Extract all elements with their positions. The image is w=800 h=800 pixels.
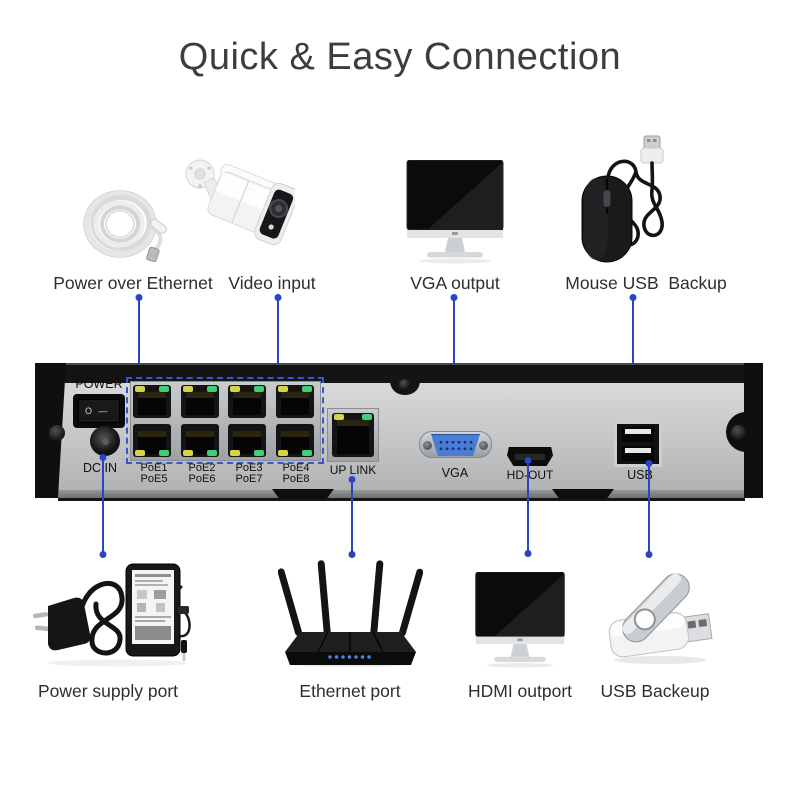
nvr-panel-bottom-edge xyxy=(58,490,745,501)
line-poe-cable-to-port xyxy=(138,298,140,382)
line-camera-to-poe-port xyxy=(277,298,279,382)
monitor-icon xyxy=(475,572,565,668)
poe-port-6[interactable] xyxy=(181,424,219,457)
uplink-label: UP LINK xyxy=(329,463,377,477)
line-dcin-to-adapter xyxy=(102,458,104,554)
label-hdmi-outport: HDMI outport xyxy=(467,681,573,701)
ethernet-cable-coil-icon xyxy=(83,190,167,263)
usb-mouse-icon xyxy=(581,135,664,263)
label-mouse-usb-backup: Mouse USB Backup xyxy=(565,273,727,293)
line-mouse-to-usb xyxy=(632,298,634,412)
wifi-router-icon xyxy=(278,560,423,667)
monitor-icon xyxy=(406,160,504,264)
screw-icon xyxy=(399,379,410,390)
usb-label: USB xyxy=(627,468,653,482)
power-adapter-icon xyxy=(33,563,191,667)
uplink-port[interactable] xyxy=(332,413,374,457)
usb-port-top[interactable] xyxy=(622,427,654,442)
line-uplink-to-router xyxy=(351,480,353,554)
panel-foot xyxy=(272,489,334,499)
line-hdmi-to-monitor xyxy=(527,461,529,553)
poe-port-3[interactable] xyxy=(228,385,266,418)
usb-ports[interactable] xyxy=(614,421,662,467)
page-title: Quick & Easy Connection xyxy=(178,36,622,78)
panel-foot xyxy=(552,489,614,499)
hdmi-label: HD-OUT xyxy=(506,468,554,482)
label-usb-backup: USB Backeup xyxy=(600,681,710,701)
screw-icon xyxy=(731,425,746,440)
svg-text:·····: ····· xyxy=(247,186,257,194)
dc-in-label: DC IN xyxy=(82,461,118,475)
power-switch[interactable]: O — xyxy=(73,394,125,428)
line-monitor-to-vga xyxy=(453,298,455,426)
power-switch-rocker[interactable]: O — xyxy=(78,399,120,423)
poe-port-7[interactable] xyxy=(228,424,266,457)
poe-port-1[interactable] xyxy=(133,385,171,418)
label-power-over-ethernet: Power over Ethernet xyxy=(53,273,213,293)
screw-icon xyxy=(49,425,65,441)
vga-port[interactable] xyxy=(431,434,480,456)
poe-dashed-highlight-box xyxy=(126,377,324,464)
label-ethernet-port: Ethernet port xyxy=(299,681,401,701)
label-power-supply-port: Power supply port xyxy=(37,681,179,701)
power-label: POWER xyxy=(75,377,123,391)
line-usb-to-flashdrive xyxy=(648,464,650,554)
usb-flash-drive-icon xyxy=(608,573,713,664)
nvr-panel-right-cap xyxy=(744,363,763,498)
poe-port-8[interactable] xyxy=(276,424,314,457)
dc-in-jack[interactable] xyxy=(90,426,120,456)
poe-port-2[interactable] xyxy=(181,385,219,418)
label-vga-output: VGA output xyxy=(410,273,500,293)
poe-port-5[interactable] xyxy=(133,424,171,457)
bullet-camera-icon: ····· xyxy=(185,159,295,246)
usb-port-bottom[interactable] xyxy=(622,446,654,461)
poe-port-4[interactable] xyxy=(276,385,314,418)
label-video-input: Video input xyxy=(228,273,316,293)
vga-label: VGA xyxy=(441,466,469,480)
